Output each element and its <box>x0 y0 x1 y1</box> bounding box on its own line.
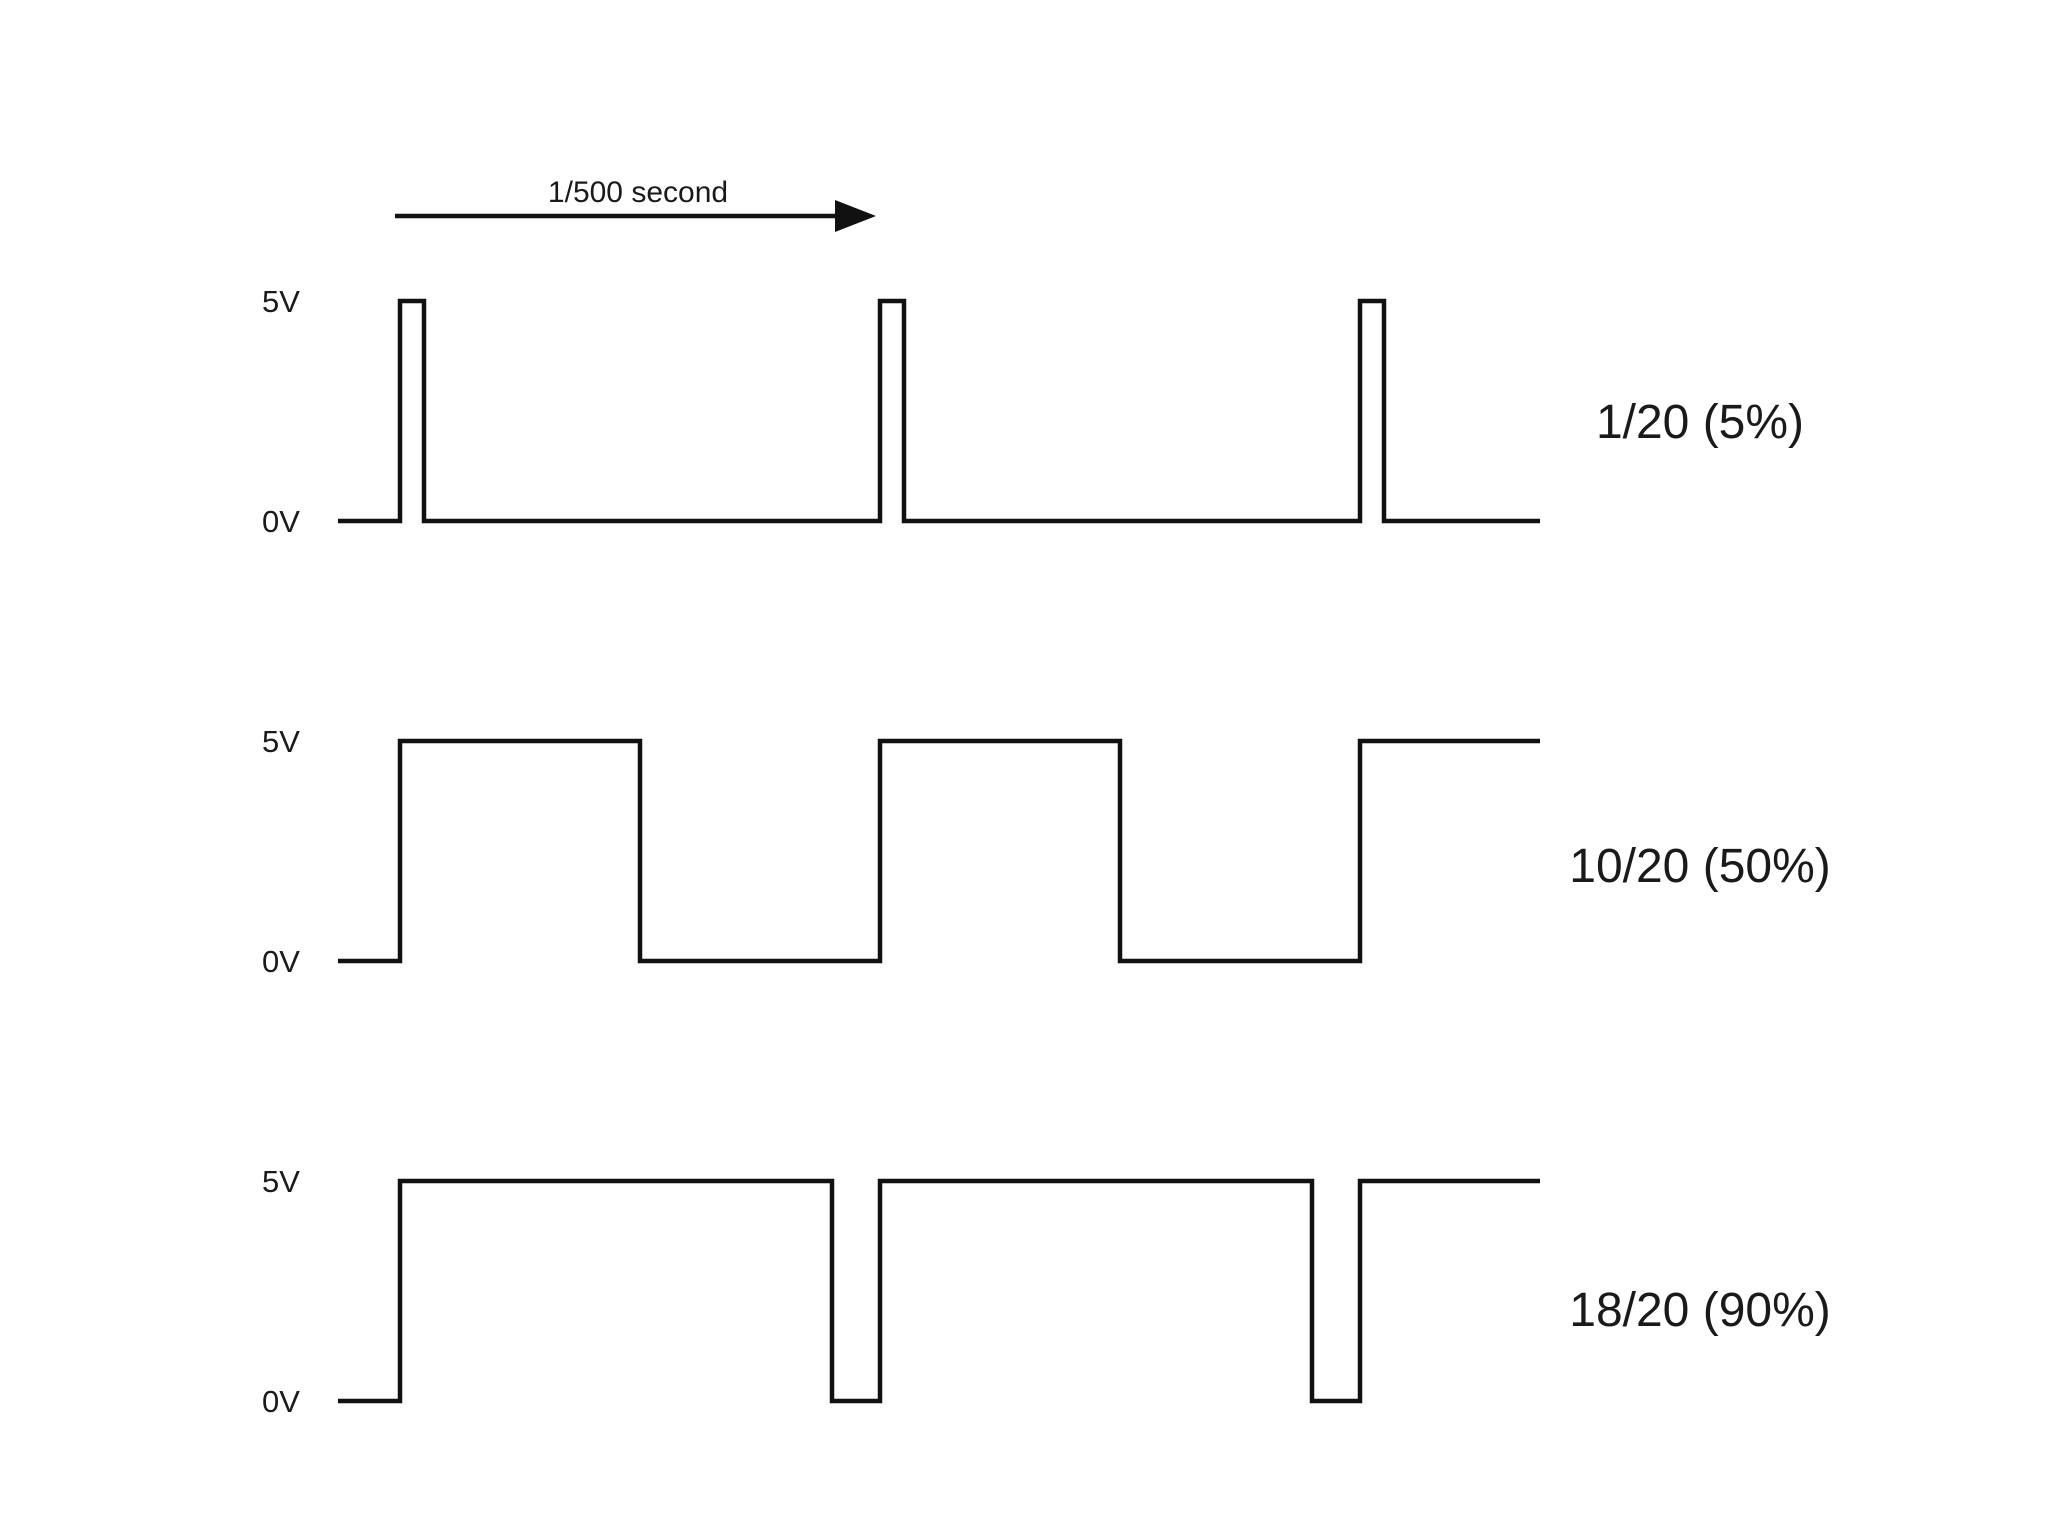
period-label: 1/500 second <box>548 176 728 209</box>
signal-5-percent: 5V 0V 1/20 (5%) <box>262 284 1804 539</box>
level-label-low: 0V <box>262 1384 300 1419</box>
level-label-low: 0V <box>262 504 300 539</box>
signal-50-percent: 5V 0V 10/20 (50%) <box>262 724 1831 979</box>
waveform-90-percent <box>338 1178 1540 1404</box>
waveform-5-percent <box>338 298 1540 524</box>
period-marker: 1/500 second <box>395 176 876 232</box>
level-label-low: 0V <box>262 944 300 979</box>
duty-cycle-label: 1/20 (5%) <box>1596 396 1804 449</box>
duty-cycle-label: 10/20 (50%) <box>1569 840 1831 893</box>
waveform-50-percent <box>338 738 1540 964</box>
level-label-high: 5V <box>262 284 300 319</box>
level-label-high: 5V <box>262 724 300 759</box>
level-label-high: 5V <box>262 1164 300 1199</box>
signal-90-percent: 5V 0V 18/20 (90%) <box>262 1164 1831 1419</box>
duty-cycle-label: 18/20 (90%) <box>1569 1284 1831 1337</box>
period-arrow-head <box>835 200 876 232</box>
